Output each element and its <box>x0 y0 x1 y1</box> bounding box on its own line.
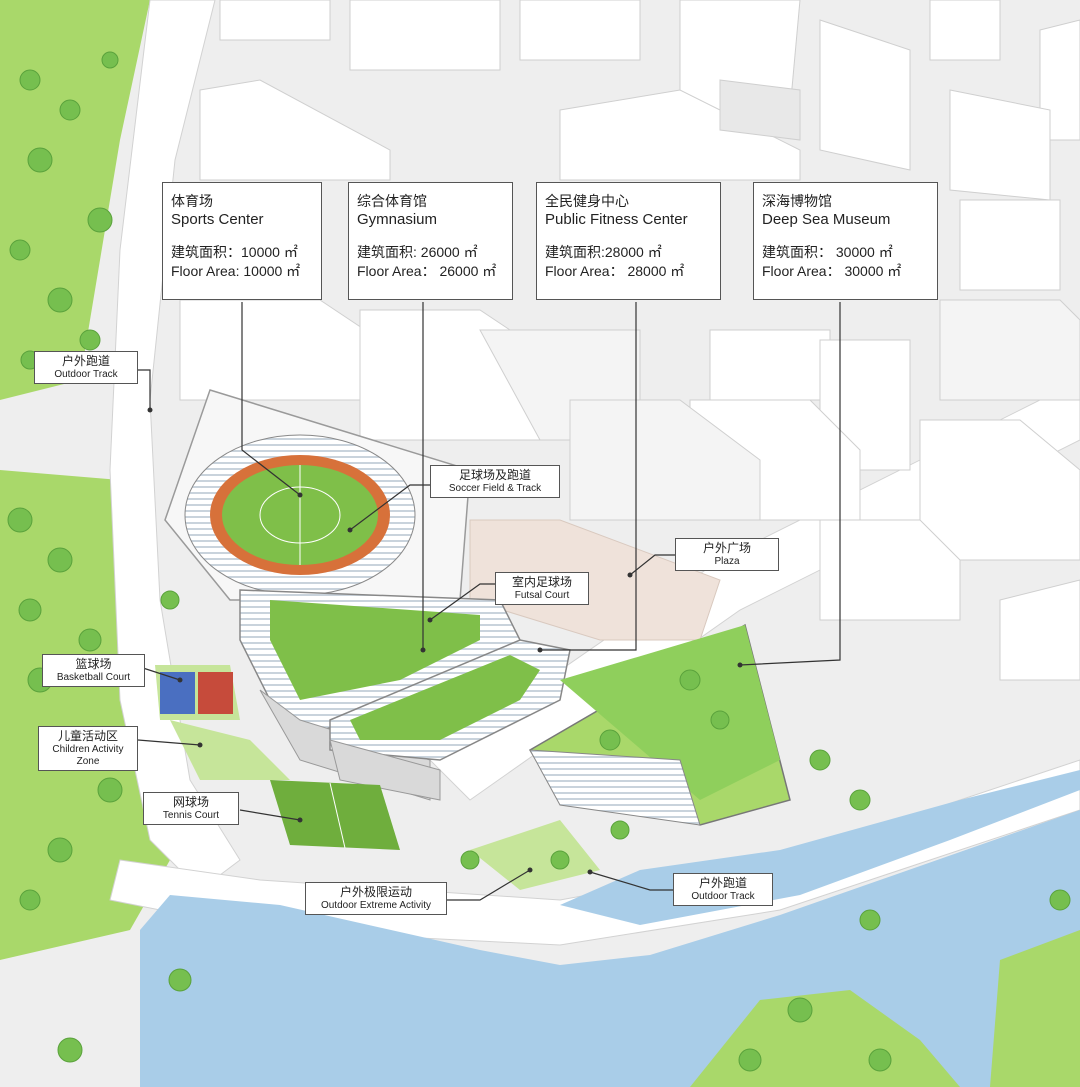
museum <box>528 623 791 826</box>
info-box-sports-center: 体育场 Sports Center 建筑面积：10000 ㎡ Floor Are… <box>162 182 322 300</box>
trees <box>7 51 1071 1072</box>
info-box-fitness-center: 全民健身中心 Public Fitness Center 建筑面积:28000 … <box>536 182 721 300</box>
basketball-court <box>155 665 240 720</box>
fitness-center-area-cn: 建筑面积:28000 ㎡ <box>545 244 662 260</box>
sports-center-area-cn: 建筑面积：10000 ㎡ <box>171 244 298 260</box>
gymnasium-area-en: Floor Area： 26000 ㎡ <box>357 263 497 279</box>
info-box-gymnasium: 综合体育馆 Gymnasium 建筑面积: 26000 ㎡ Floor Area… <box>348 182 513 300</box>
label-futsal: 室内足球场 Futsal Court <box>495 572 589 605</box>
label-plaza-en: Plaza <box>714 556 740 567</box>
label-children-zone: 儿童活动区 Children Activity Zone <box>38 726 138 771</box>
label-basketball: 篮球场 Basketball Court <box>42 654 145 687</box>
left-park <box>0 0 150 400</box>
label-outdoor-track-top-cn: 户外跑道 <box>61 354 110 368</box>
museum-name-cn: 深海博物馆 <box>762 193 832 209</box>
stadium <box>164 389 471 601</box>
label-outdoor-track-top-en: Outdoor Track <box>54 369 118 380</box>
label-futsal-en: Futsal Court <box>514 590 570 601</box>
leader-lines <box>137 302 841 901</box>
label-outdoor-track-bottom: 户外跑道 Outdoor Track <box>673 873 773 906</box>
fitness-center-name-en: Public Fitness Center <box>545 211 688 228</box>
label-basketball-en: Basketball Court <box>56 672 131 683</box>
label-soccer-field-cn: 足球场及跑道 <box>458 468 531 482</box>
gymnasium-area-cn: 建筑面积: 26000 ㎡ <box>357 244 478 260</box>
label-children-zone-cn: 儿童活动区 <box>57 729 118 743</box>
label-plaza: 户外广场 Plaza <box>675 538 779 571</box>
right-grass <box>990 930 1080 1087</box>
label-futsal-cn: 室内足球场 <box>511 575 572 589</box>
label-basketball-cn: 篮球场 <box>75 657 112 671</box>
label-tennis: 网球场 Tennis Court <box>143 792 239 825</box>
label-outdoor-track-bottom-cn: 户外跑道 <box>698 876 747 890</box>
fitness-center-area-en: Floor Area： 28000 ㎡ <box>545 263 685 279</box>
sports-center-area-en: Floor Area: 10000 ㎡ <box>171 263 301 279</box>
label-soccer-field: 足球场及跑道 Soccer Field & Track <box>430 465 560 498</box>
fitness-center <box>329 639 571 801</box>
city-buildings <box>179 0 1080 681</box>
label-tennis-cn: 网球场 <box>172 795 209 809</box>
label-outdoor-track-bottom-en: Outdoor Track <box>691 891 755 902</box>
fitness-center-name-cn: 全民健身中心 <box>545 193 629 209</box>
museum-area-en: Floor Area： 30000 ㎡ <box>762 263 902 279</box>
museum-area-cn: 建筑面积： 30000 ㎡ <box>762 244 893 260</box>
label-extreme-activity-cn: 户外极限运动 <box>339 885 412 899</box>
extreme-area <box>470 820 600 890</box>
label-tennis-en: Tennis Court <box>162 810 220 821</box>
info-box-museum: 深海博物馆 Deep Sea Museum 建筑面积： 30000 ㎡ Floo… <box>753 182 938 300</box>
label-extreme-activity: 户外极限运动 Outdoor Extreme Activity <box>305 882 447 915</box>
tennis-court <box>270 780 400 850</box>
leader-dots <box>147 407 743 875</box>
label-outdoor-track-top: 户外跑道 Outdoor Track <box>34 351 138 384</box>
label-plaza-cn: 户外广场 <box>702 541 751 555</box>
label-children-zone-en: Children Activity Zone <box>52 744 124 767</box>
label-soccer-field-en: Soccer Field & Track <box>448 483 542 494</box>
children-area <box>170 720 290 780</box>
museum-name-en: Deep Sea Museum <box>762 211 891 228</box>
gymnasium-name-en: Gymnasium <box>357 211 438 228</box>
gymnasium-name-cn: 综合体育馆 <box>357 193 427 209</box>
sports-center-name-cn: 体育场 <box>171 193 213 209</box>
label-extreme-activity-en: Outdoor Extreme Activity <box>320 900 432 911</box>
sports-center-name-en: Sports Center <box>171 211 264 228</box>
